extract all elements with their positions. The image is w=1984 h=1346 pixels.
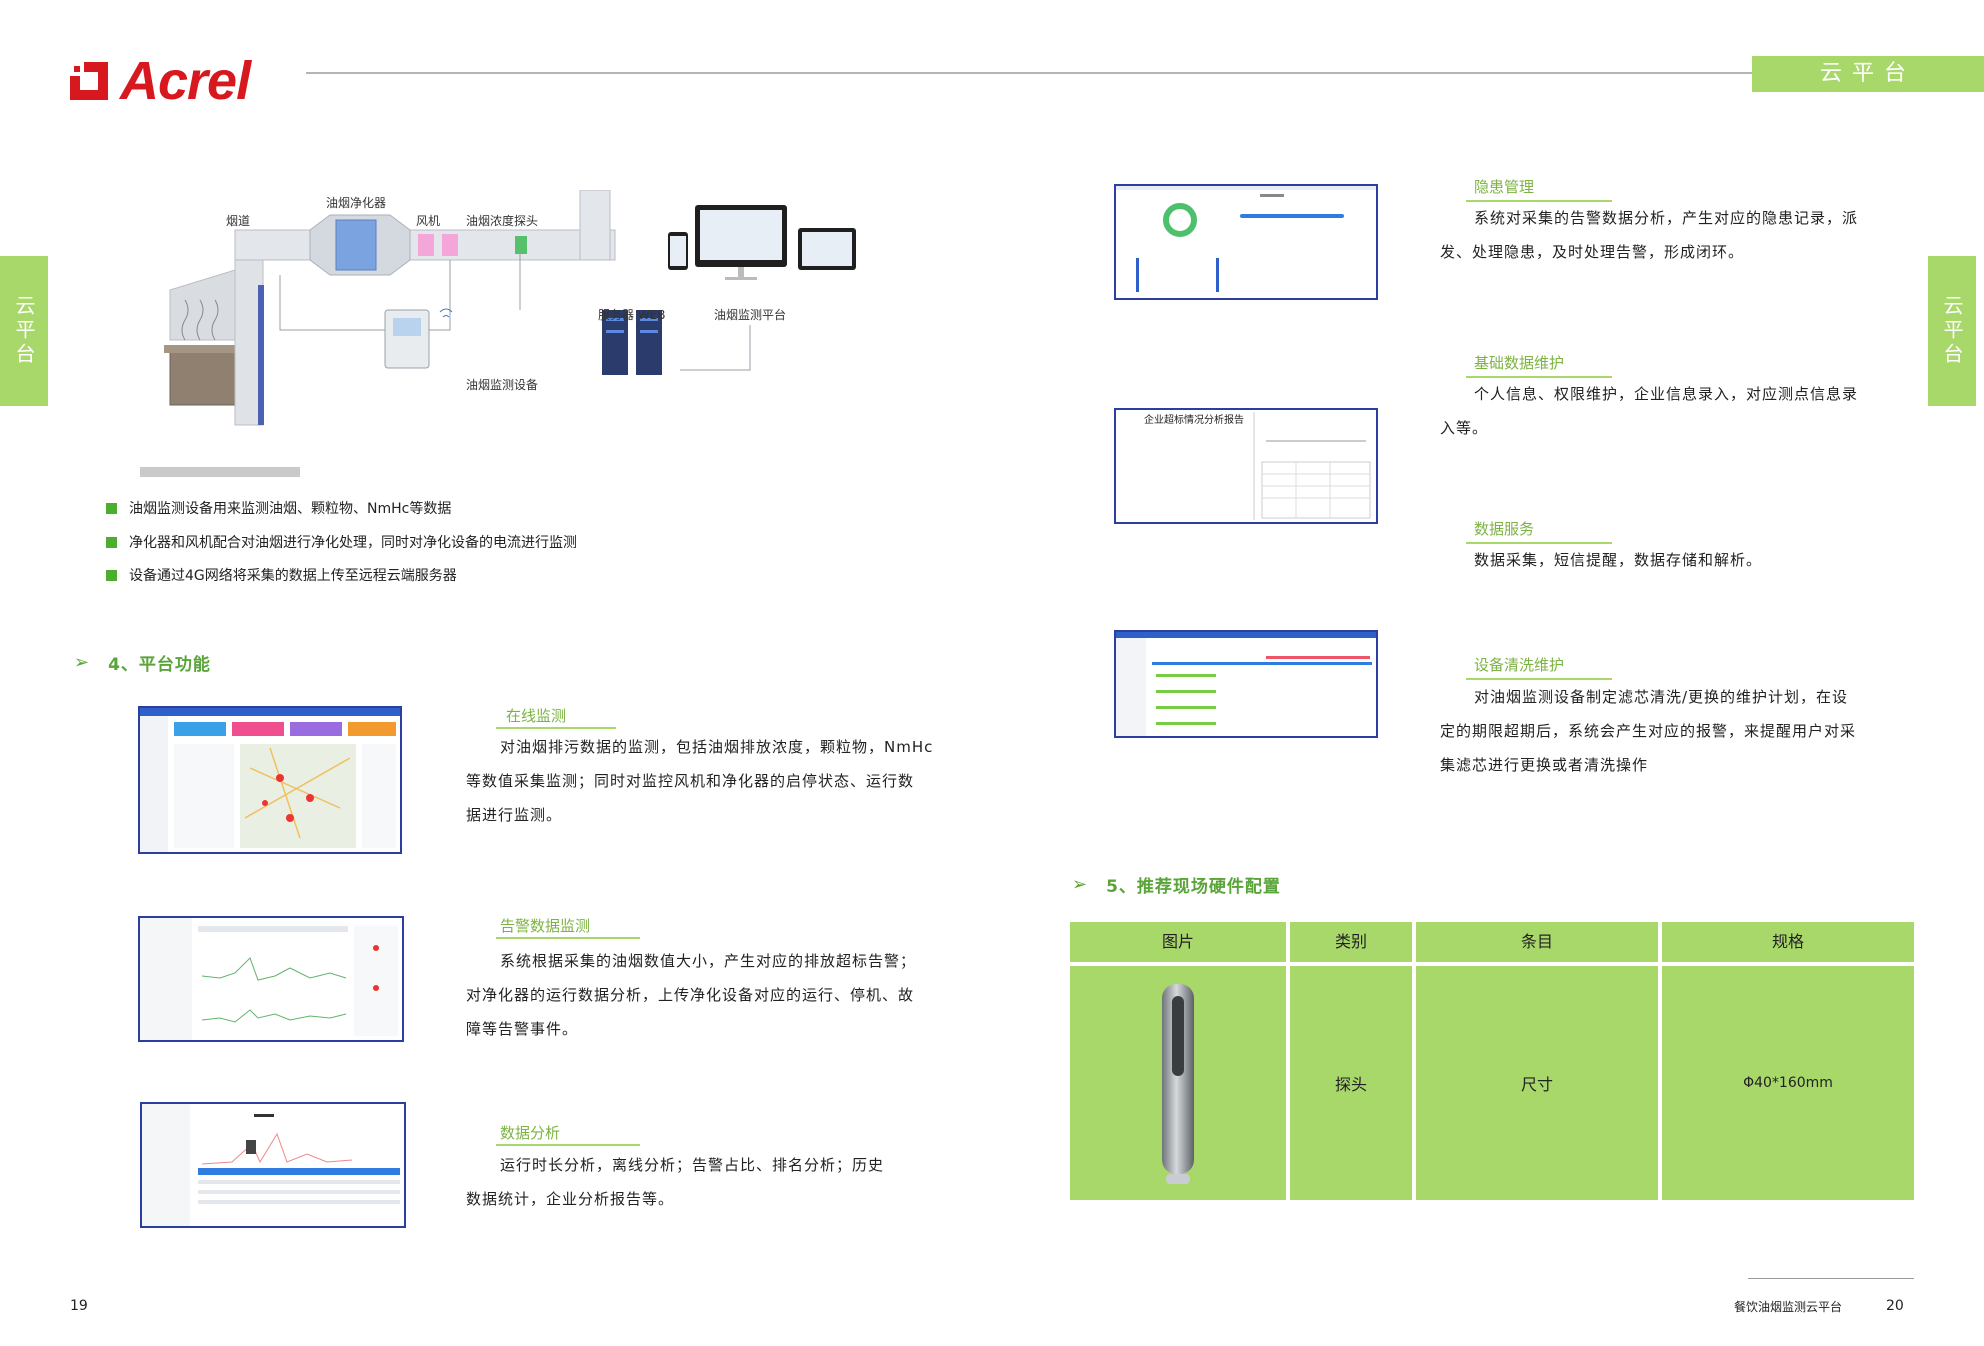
screenshot-analysis-report: 企业超标情况分析报告 [1114,408,1378,524]
feature-title: 数据服务 [1474,520,1535,538]
feature-title: 设备清洗维护 [1474,656,1565,674]
screenshot-data-analysis [140,1102,406,1228]
table-header-item: 条目 [1416,922,1658,962]
feature-title: 告警数据监测 [500,917,591,935]
section-5-heading: ➢ 5、推荐现场硬件配置 [1072,874,1281,897]
acrel-logo-icon [68,60,112,102]
header-section-tab: 云平台 [1752,56,1984,92]
screenshot-alarm-monitoring [138,916,404,1042]
table-header-spec: 规格 [1662,922,1914,962]
label-fan: 风机 [416,214,441,228]
feature-title: 在线监测 [506,707,567,725]
page-number-left: 19 [70,1298,88,1314]
table-cell-category: 探头 [1290,966,1412,1200]
bullet-square-icon [106,569,117,581]
feature-underline [1466,376,1612,378]
feature-description: 数据采集，短信提醒，数据存储和解析。 [1474,551,1763,569]
screenshot-online-monitoring [138,706,402,854]
left-side-tab: 云平台 [0,256,48,406]
feature-description: 运行时长分析，离线分析；告警占比、排名分析；历史 数据统计，企业分析报告等。 [466,1156,885,1208]
feature-title: 基础数据维护 [1474,354,1565,372]
header-divider [306,72,1752,74]
label-purifier: 油烟净化器 [326,196,387,210]
feature-underline [496,937,640,939]
screenshot-cleaning-maintenance [1114,630,1378,738]
bullet-item: 设备通过4G网络将采集的数据上传至远程云端服务器 [106,565,457,585]
bullet-square-icon [106,502,117,514]
bullet-item: 油烟监测设备用来监测油烟、颗粒物、NmHc等数据 [106,498,451,518]
label-server: 服务器 WEB [598,308,666,322]
table-header-category: 类别 [1290,922,1412,962]
footer-divider [1748,1278,1914,1279]
feature-description: 系统对采集的告警数据分析，产生对应的隐患记录，派 发、处理隐患，及时处理告警，形… [1440,209,1859,261]
section-4-heading: ➢ 4、平台功能 [74,652,211,675]
arrow-right-icon: ➢ [74,652,91,673]
footer-doc-title: 餐饮油烟监测云平台 [1734,1300,1843,1314]
feature-underline [1466,200,1612,202]
feature-description: 个人信息、权限维护，企业信息录入，对应测点信息录 入等。 [1440,385,1859,437]
feature-description: 系统根据采集的油烟数值大小，产生对应的排放超标告警； 对净化器的运行数据分析，上… [466,952,917,1038]
feature-title: 数据分析 [500,1124,561,1142]
table-header-image: 图片 [1070,922,1286,962]
table-cell-item: 尺寸 [1416,966,1658,1200]
label-flue: 烟道 [226,214,251,228]
label-device: 油烟监测设备 [466,378,539,392]
feature-underline [1466,678,1612,680]
feature-title: 隐患管理 [1474,178,1535,196]
bullet-square-icon [106,536,117,548]
brand-logo: Acrel [68,50,251,112]
label-probe: 油烟浓度探头 [466,214,539,228]
bullet-item: 净化器和风机配合对油烟进行净化处理，同时对净化设备的电流进行监测 [106,532,577,552]
feature-underline [496,1144,640,1146]
arrow-right-icon: ➢ [1072,874,1089,895]
feature-underline [1466,542,1612,544]
screenshot-hazard-management [1114,184,1378,300]
label-platform: 油烟监测平台 [714,308,787,322]
probe-image [1162,984,1194,1184]
feature-description: 对油烟监测设备制定滤芯清洗/更换的维护计划，在设 定的期限超期后，系统会产生对应… [1440,688,1857,774]
feature-underline [496,727,616,729]
system-diagram-graphic [140,173,856,477]
page-number-right: 20 [1886,1298,1904,1314]
table-cell-image [1070,966,1286,1200]
system-diagram: 烟道 油烟净化器 风机 油烟浓度探头 油烟监测设备 服务器 WEB 油烟监测平台 [140,173,860,490]
right-side-tab: 云平台 [1928,256,1976,406]
brand-name: Acrel [120,51,251,111]
report-title: 企业超标情况分析报告 [1144,415,1244,426]
hardware-table: 图片 类别 条目 规格 探头 尺寸 Φ40*160mm [1070,922,1914,1200]
feature-description: 对油烟排污数据的监测，包括油烟排放浓度，颗粒物，NmHc 等数值采集监测；同时对… [466,738,934,824]
table-cell-spec: Φ40*160mm [1662,966,1914,1200]
